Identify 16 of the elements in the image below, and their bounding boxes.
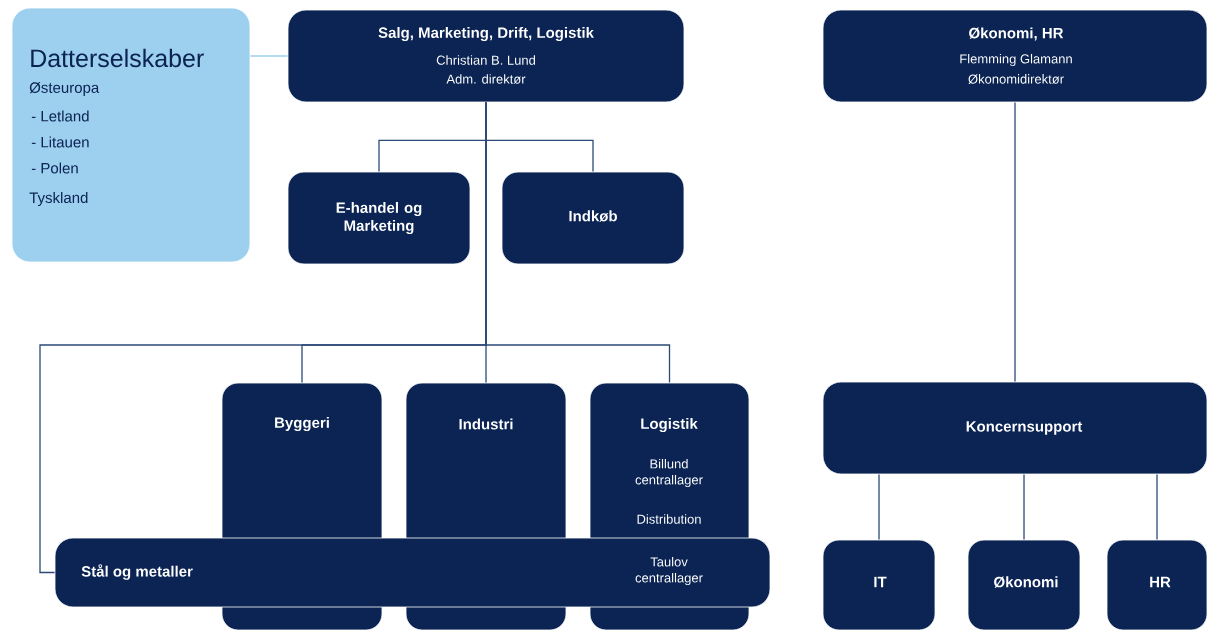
location-text: Taulov centrallager <box>635 556 703 586</box>
connector-line <box>1014 101 1016 383</box>
unit-box: Salg, Marketing, Drift, Logistik Christian B. Lund Adm. direktør <box>287 9 685 103</box>
connector-line <box>39 101 487 574</box>
unit-box: HR <box>1106 539 1207 630</box>
connector-line <box>878 473 880 541</box>
unit-box: Økonomi <box>967 539 1081 630</box>
unit-box: Indkøb <box>501 171 685 265</box>
unit-box: Økonomi, HR Flemming Glamann Økonomidirektør <box>822 9 1207 103</box>
unit-box: Koncernsupport <box>822 381 1207 475</box>
connector-line <box>1023 473 1025 541</box>
connector-line <box>249 55 289 57</box>
unit-box: IT <box>822 539 936 630</box>
subsidiaries-box: Datterselskaber Østeuropa - Letland - Litauen - Polen Tyskland <box>11 7 251 263</box>
connector-line <box>1156 473 1158 541</box>
unit-box: E-handel og Marketing <box>287 171 471 265</box>
